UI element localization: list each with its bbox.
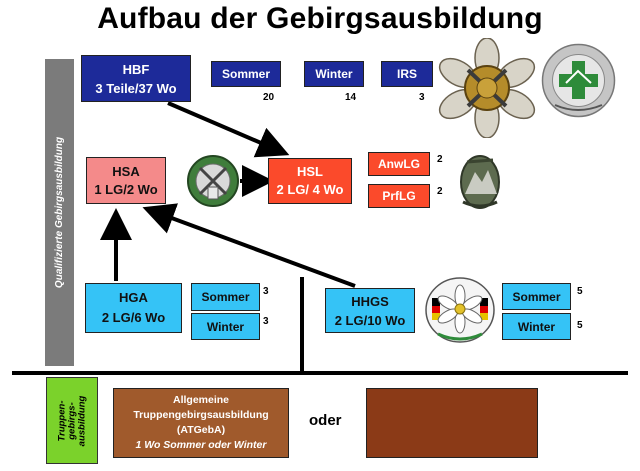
hhgs-module-sommer: Sommer [502,283,571,310]
hbf-module-winter-count: 14 [345,92,357,103]
arrow-hbf-to-hsl [167,101,290,158]
hbf-module-irs-count: 3 [419,92,425,103]
hga-module-sommer: Sommer [191,283,260,311]
atgeba-line2: Truppengebirgsausbildung [133,409,269,421]
arrow-hhgs-to-hsa [142,203,356,288]
qualified-training-bar: Qualifizierte Gebirgsausbildung [45,59,74,366]
node-hga: HGA 2 LG/6 Wo [85,283,182,333]
atgeba-line4: 1 Wo Sommer oder Winter [135,439,267,451]
heeres-hochgebirgsspezialist-badge-icon [425,277,495,343]
node-hhgs-title: HHGS [351,293,389,309]
node-hhgs-duration: 2 LG/10 Wo [334,312,406,328]
node-hga-duration: 2 LG/6 Wo [101,310,166,325]
hsl-module-prflg: PrfLG [368,184,430,208]
hbf-module-sommer-count: 20 [263,92,275,103]
hhgs-module-winter-count: 5 [577,320,583,331]
hsl-module-anwlg: AnwLG [368,152,430,176]
node-hga-title: HGA [119,290,148,305]
hbf-module-winter: Winter [304,61,364,87]
troop-training-label-box: Truppen- gebirgs- ausbildung [46,377,98,464]
hsl-module-prflg-count: 2 [437,186,443,197]
page-title: Aufbau der Gebirgsausbildung [97,2,543,35]
atgeba-line3: (ATGebA) [176,424,226,436]
edelweiss-badge-icon [438,38,536,138]
mountain-badge-icon [460,155,500,209]
node-hsl: HSL 2 LG/ 4 Wo [268,158,352,204]
hga-module-winter: Winter [191,313,260,340]
node-hsa-duration: 1 LG/2 Wo [94,181,158,197]
node-speztgeba [366,388,538,458]
troop-label-line3: ausbildung [76,395,88,446]
hsl-module-anwlg-count: 2 [437,154,443,165]
node-hbf: HBF 3 Teile/37 Wo [81,55,191,102]
atgeba-line1: Allgemeine [172,394,230,406]
node-hsl-duration: 2 LG/ 4 Wo [276,182,344,197]
hga-module-winter-count: 3 [263,316,269,327]
hga-module-sommer-count: 3 [263,286,269,297]
schi-badge-icon [187,155,239,207]
node-hbf-title: HBF [122,61,150,77]
hhgs-module-winter: Winter [502,313,571,340]
hbf-module-sommer: Sommer [211,61,281,87]
or-label: oder [309,412,342,429]
node-hbf-duration: 3 Teile/37 Wo [95,80,177,96]
hbf-module-irs: IRS [381,61,433,87]
node-hsa-title: HSA [112,163,140,179]
node-hsa: HSA 1 LG/2 Wo [86,157,166,204]
hhgs-module-sommer-count: 5 [577,286,583,297]
node-atgeba: Allgemeine Truppengebirgsausbildung (ATG… [113,388,289,458]
node-hhgs: HHGS 2 LG/10 Wo [325,288,415,333]
bergretter-badge-icon [541,43,616,118]
node-hsl-title: HSL [297,164,323,179]
